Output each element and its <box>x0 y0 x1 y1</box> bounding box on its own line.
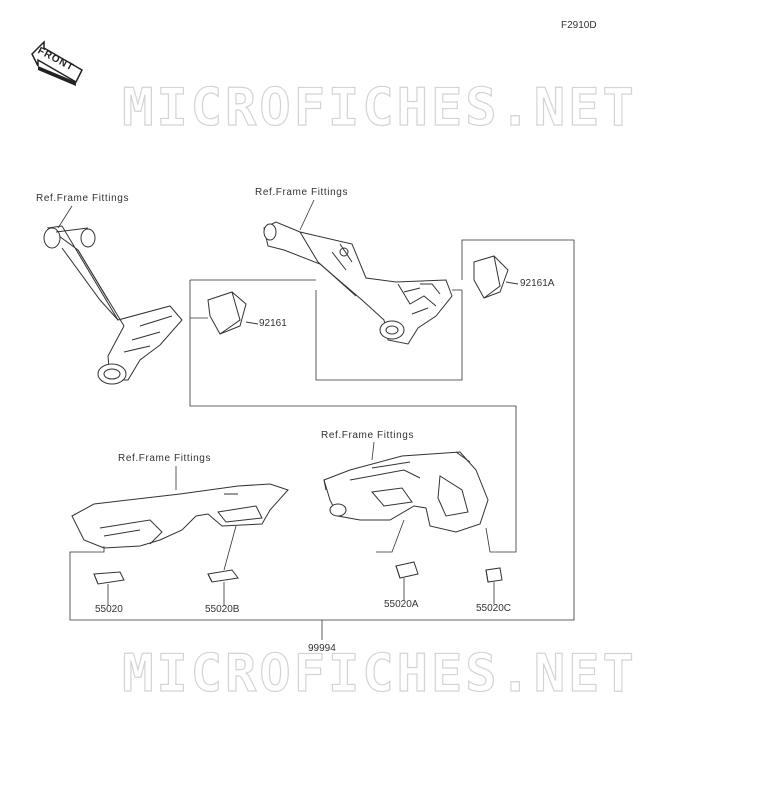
cap-55020C <box>485 567 503 583</box>
cover-92161A <box>473 255 519 299</box>
part-number-92161A: 92161A <box>520 278 555 289</box>
part-number-55020A: 55020A <box>384 599 419 610</box>
cap-55020B <box>207 569 239 583</box>
part-number-55020: 55020 <box>95 604 123 615</box>
figure-code: F2910D <box>561 20 597 31</box>
lower-left-frame <box>71 483 289 549</box>
watermark-bottom: MICROFICHES.NET <box>122 644 637 704</box>
upper-right-bracket <box>263 221 453 345</box>
ref-label-upper-right: Ref.Frame Fittings <box>255 187 349 198</box>
front-arrow-icon <box>31 40 83 86</box>
part-number-55020B: 55020B <box>205 604 240 615</box>
cap-55020 <box>93 571 125 585</box>
watermark-top: MICROFICHES.NET <box>122 78 637 138</box>
ref-label-lower-left: Ref.Frame Fittings <box>118 453 212 464</box>
part-number-92161: 92161 <box>259 318 287 329</box>
cap-55020A <box>395 561 419 579</box>
leader-lines <box>57 199 575 640</box>
part-number-55020C: 55020C <box>476 603 512 614</box>
ref-label-upper-left: Ref.Frame Fittings <box>36 193 130 204</box>
ref-label-lower-right: Ref.Frame Fittings <box>321 430 415 441</box>
upper-left-bracket <box>43 225 183 385</box>
lower-right-frame <box>323 451 489 533</box>
cover-92161 <box>207 291 259 335</box>
part-number-99994: 99994 <box>308 643 336 654</box>
